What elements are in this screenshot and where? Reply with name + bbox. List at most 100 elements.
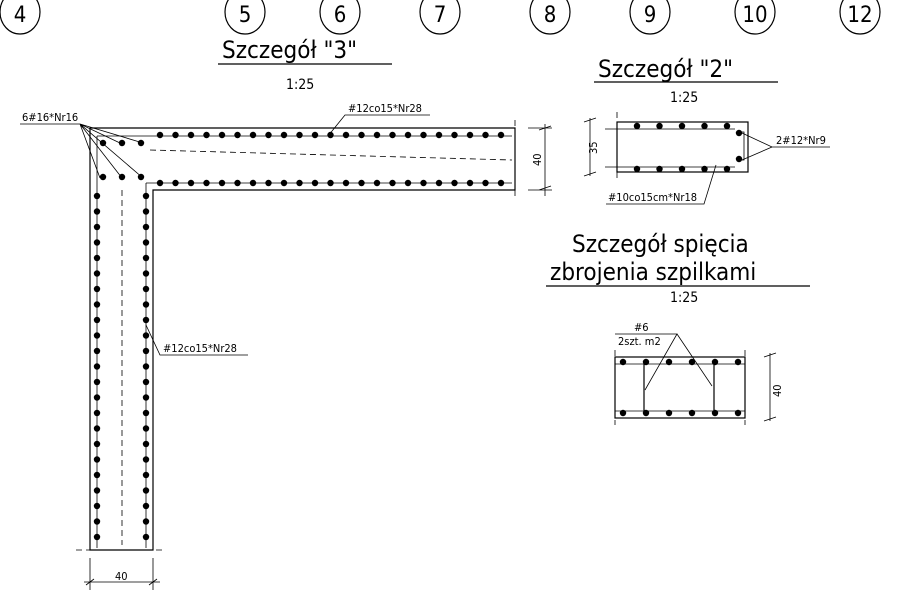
rebar-dot [142,270,150,277]
rebar-dot [389,179,396,187]
rebar-dot [93,192,101,200]
rebar-dot [93,208,101,215]
label-bottom-bars: #10co15cm*Nr18 [608,191,697,204]
l-shaped-concrete-section [89,127,516,551]
rebar-dot [142,456,150,463]
rebar-dot [93,471,101,479]
slab-section [614,356,746,419]
label-pin-qty: 2szt. m2 [618,335,661,348]
detail-3: Szczegół "3" 1:25 6#16*Nr16 #12co15*Nr28… [20,36,552,590]
rebar-dot [373,131,381,139]
detail-3-scale: 1:25 [286,77,314,93]
rebar-dot [265,179,272,187]
rebar-dot [142,487,150,494]
rebar-dot [296,131,303,139]
rebar-dot [404,179,412,187]
axis-label: 9 [644,3,657,28]
rebar-dot [420,179,427,187]
rebar-dot [93,518,101,525]
rebar-dot [373,179,381,187]
detail-pins-title-2: zbrojenia szpilkami [550,258,756,286]
rebar-dot [734,409,742,417]
rebar-dot [93,440,101,448]
dimension [763,352,777,422]
rebar-dot [249,179,257,187]
rebar-dot [172,179,179,187]
axis-label: 7 [434,3,447,28]
rebar-dot [280,179,288,187]
rebar-dot [734,358,742,366]
rebar-dot [234,179,241,187]
axis-label: 4 [14,3,27,28]
rebar-dot [688,358,696,366]
dim-wall-value: 40 [115,570,128,583]
rebar-dot [99,173,107,181]
dimension-slab [528,124,552,196]
rebar-dot [633,122,641,130]
axis-circle [319,0,361,35]
rebar-dot [142,425,150,432]
rebar-dot [142,301,150,308]
rebar-dot [619,409,627,417]
rebar-dot [142,316,150,324]
grid-axis-bubble: 4 [0,0,41,35]
rebar-dot [93,363,101,370]
rebar-dot [142,332,150,339]
rebar-dot [93,332,101,339]
rebar-dot [156,131,164,139]
dim-value: 35 [587,141,600,154]
label-wall-bars: #12co15*Nr28 [163,342,237,355]
rebar-dot [701,165,708,173]
rebar-dot [482,131,489,139]
rebar-dot [497,179,505,187]
axis-label: 12 [847,3,872,28]
axis-circle [734,0,776,35]
rebar-dot [280,131,288,139]
rebar-dot [93,301,101,308]
rebar-dot [723,122,731,130]
rebar-dot [93,239,101,246]
rebar-dot [142,409,150,417]
detail-2-title: Szczegół "2" [598,55,733,83]
rebar-dot [342,131,350,139]
rebar-dot [142,394,150,401]
rebar-dot [142,533,150,541]
label-pin-bar: #6 [634,321,649,334]
rebar-dot [142,285,150,293]
rebar-dots [93,131,505,541]
grid-axis-bubble: 7 [419,0,461,35]
rebar-dot [93,425,101,432]
rebar-dot [142,471,150,479]
axis-circle [419,0,461,35]
rebar-dot [711,409,719,417]
rebar-dot [358,131,365,139]
rebar-dot [142,363,150,370]
rebar-dot [311,131,319,139]
rebar-dot [93,223,101,231]
rebar-dot [451,179,458,187]
rebar-dot [234,131,241,139]
grid-axis-bubble: 6 [319,0,361,35]
rebar-dot [633,165,641,173]
axis-label: 5 [239,3,252,28]
leader-slab [327,114,430,137]
rebar-dot [420,131,427,139]
rebar-dot [642,409,650,417]
rebar-dot [735,155,743,163]
rebar-dot [187,179,195,187]
rebar-dot [311,179,319,187]
rebar-dot [665,358,673,366]
axis-circle [529,0,571,35]
rebar-dot [118,139,126,147]
rebar-dot [187,131,195,139]
label-corner-bars: 6#16*Nr16 [22,111,78,124]
rebar-dot [218,179,226,187]
detail-2-scale: 1:25 [670,90,698,106]
rebar-dot [678,122,686,130]
rebar-dot [93,502,101,510]
rebar-dot [93,347,101,355]
label-side-bars: 2#12*Nr9 [776,134,826,147]
dimension [583,117,597,177]
